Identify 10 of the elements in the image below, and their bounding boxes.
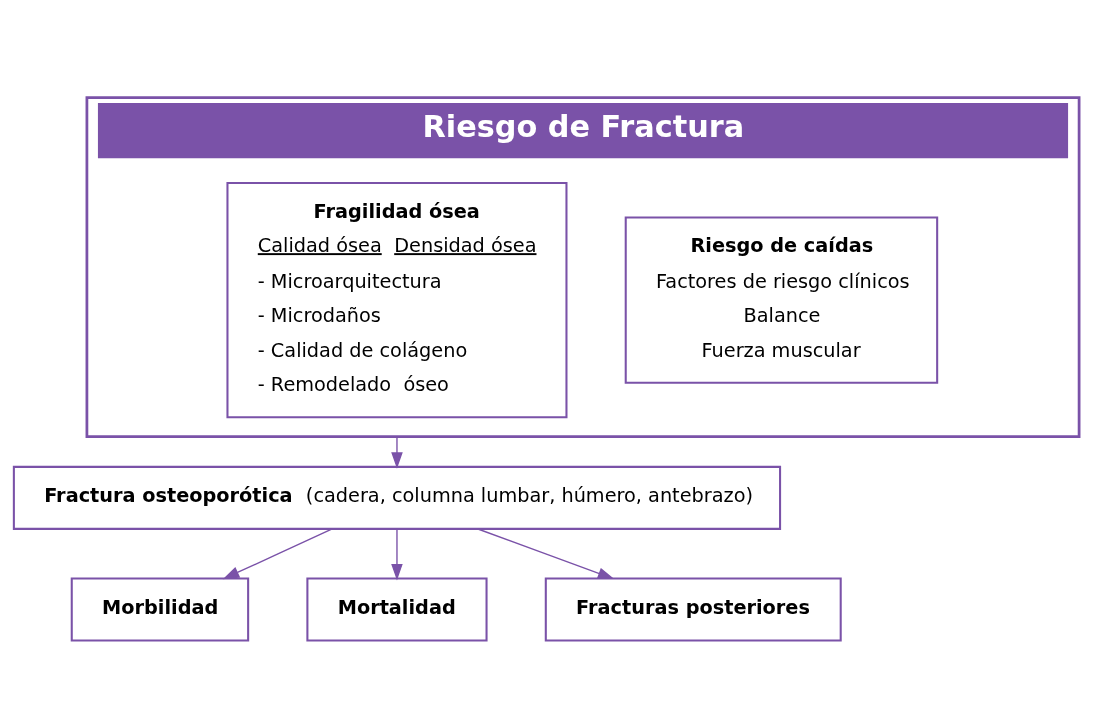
arrow: [477, 528, 615, 580]
arrow: [391, 435, 403, 469]
node-box: Fractura osteoporótica (cadera, columna lumbar, húmero, antebrazo): [12, 465, 782, 530]
node-box: Fracturas posteriores: [544, 577, 842, 642]
node-box: Fragilidad ósea Calidad ósea Densidad ósea - Microarquitectura - Microdaños - Calidad de colágeno - Remodelado óseo: [226, 181, 568, 419]
node-box: Morbilidad: [70, 577, 250, 642]
arrow: [391, 528, 403, 581]
node-box: Mortalidad: [306, 577, 488, 642]
node-box: Riesgo de caídas Factores de riesgo clínicos Balance Fuerza muscular: [624, 216, 939, 384]
arrow: [222, 528, 333, 580]
